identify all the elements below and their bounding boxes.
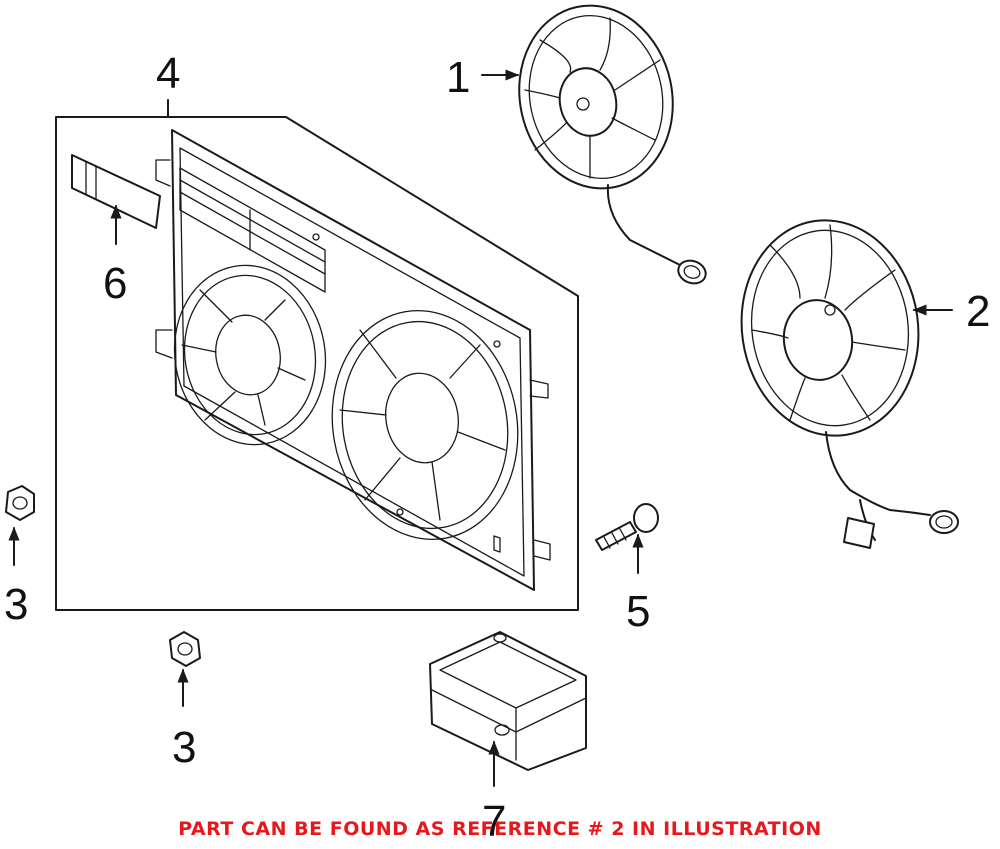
callout-5: 5	[626, 587, 651, 636]
reference-note: PART CAN BE FOUND AS REFERENCE # 2 IN IL…	[178, 818, 822, 840]
fan-2	[740, 219, 959, 549]
callout-3b: 3	[172, 723, 197, 772]
bracket-7	[429, 631, 587, 771]
callout-6: 6	[103, 259, 128, 308]
fan-shroud	[155, 129, 551, 591]
leader-arrows	[8, 69, 953, 787]
callout-4: 4	[156, 49, 181, 98]
callout-3a: 3	[4, 580, 29, 629]
assembly-box-4	[55, 99, 579, 611]
label-part-6	[71, 154, 161, 229]
bolt-5	[595, 503, 659, 551]
callout-1: 1	[446, 53, 471, 102]
callout-7: 7	[482, 797, 507, 846]
callout-2: 2	[966, 287, 991, 336]
nut-3b	[169, 631, 201, 667]
fan-1	[518, 4, 707, 285]
nut-3a	[5, 485, 35, 521]
